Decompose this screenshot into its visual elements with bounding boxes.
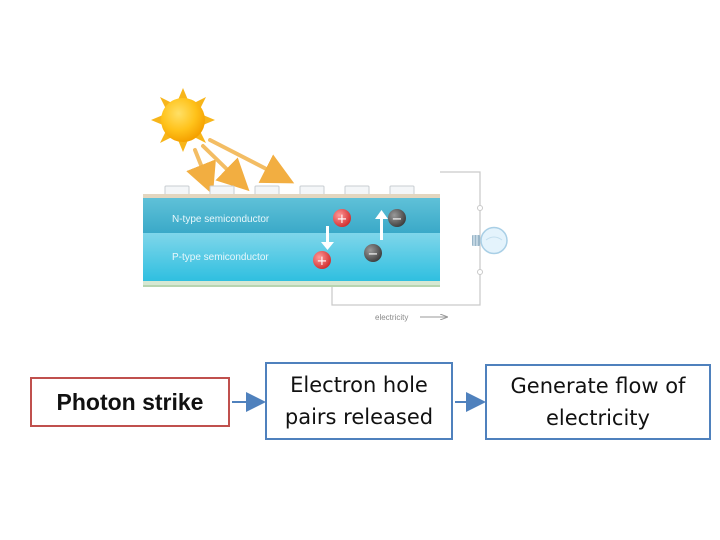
- photon-strike-label: Photon strike: [56, 388, 204, 415]
- photon-strike-box: Photon strike: [30, 377, 230, 427]
- flow-arrows: [232, 392, 486, 412]
- electron-charge-bottom: −: [364, 244, 382, 262]
- circuit-wire: [331, 171, 481, 306]
- svg-text:−: −: [392, 212, 403, 227]
- svg-text:+: +: [337, 212, 348, 227]
- electron-hole-pairs-label: Electron hole pairs released: [284, 373, 434, 429]
- electron-hole-pairs-box: Electron hole pairs released: [265, 362, 453, 440]
- generate-electricity-box: Generate flow of electricity: [485, 364, 711, 440]
- electricity-label: electricity: [375, 313, 408, 322]
- hole-charge-top: +: [333, 209, 351, 227]
- electron-charge-top: −: [388, 209, 406, 227]
- hole-charge-bottom: +: [313, 251, 331, 269]
- top-contacts: [164, 185, 415, 197]
- svg-text:−: −: [368, 247, 379, 262]
- light-bulb-icon: [472, 226, 508, 255]
- light-ray-arrows: [186, 138, 295, 195]
- solar-cell-illustration: N-type semiconductor P-type semiconducto…: [143, 88, 508, 322]
- sun-icon: [151, 88, 215, 152]
- generate-electricity-label: Generate flow of electricity: [510, 374, 686, 430]
- charge-movement-arrows: [321, 210, 388, 250]
- p-type-label: P-type semiconductor: [172, 252, 269, 263]
- n-type-label: N-type semiconductor: [172, 214, 270, 225]
- p-type-layer: [143, 233, 440, 281]
- svg-text:+: +: [317, 254, 328, 269]
